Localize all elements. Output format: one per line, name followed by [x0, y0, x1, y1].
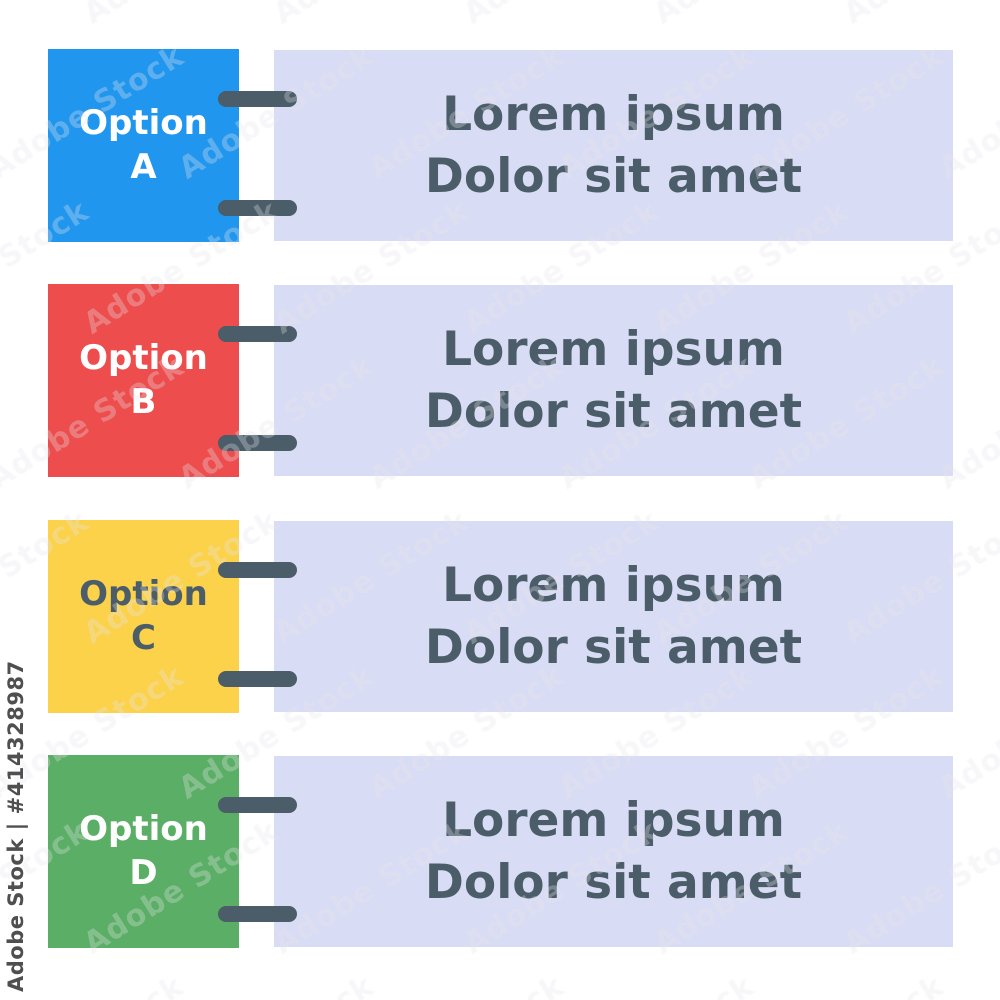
option-c-text-line2: Dolor sit amet [424, 619, 803, 675]
connector-bar-icon [218, 906, 297, 922]
option-d-square: Option D [48, 755, 239, 948]
option-c-square: Option C [48, 520, 239, 713]
connector-bar-icon [218, 671, 297, 687]
option-row-b: Option B Lorem ipsum Dolor sit amet [48, 284, 953, 477]
watermark-text: Adobe Stock [838, 0, 1000, 31]
connector-bar-icon [218, 562, 297, 578]
option-d-word: Option [79, 808, 208, 849]
watermark-text: Adobe Stock [458, 0, 666, 31]
option-b-text-panel: Lorem ipsum Dolor sit amet [274, 285, 953, 476]
watermark-text: Adobe Stock [743, 969, 951, 1000]
connector-bar-icon [218, 326, 297, 342]
watermark-text: Adobe Stock [268, 0, 476, 31]
option-b-square: Option B [48, 284, 239, 477]
watermark-text: Adobe Stock [0, 969, 190, 1000]
connector-bar-icon [218, 91, 297, 107]
connector-bar-icon [218, 200, 297, 216]
option-a-word: Option [79, 102, 208, 143]
option-d-text-line1: Lorem ipsum [442, 793, 785, 849]
option-b-word: Option [79, 337, 208, 378]
option-c-letter: C [131, 617, 156, 658]
connector-bar-icon [218, 435, 297, 451]
connector-bar-icon [218, 797, 297, 813]
option-a-text-line2: Dolor sit amet [424, 148, 803, 204]
watermark-text: Adobe Stock [553, 969, 761, 1000]
option-a-text-line1: Lorem ipsum [442, 87, 785, 143]
watermark-text: Adobe Stock [648, 0, 856, 31]
option-a-square: Option A [48, 49, 239, 242]
option-row-d: Option D Lorem ipsum Dolor sit amet [48, 755, 953, 948]
option-b-text-line1: Lorem ipsum [442, 322, 785, 378]
option-c-text-panel: Lorem ipsum Dolor sit amet [274, 521, 953, 712]
watermark-text: Adobe Stock [363, 969, 571, 1000]
watermark-text: Adobe Stock [0, 0, 95, 31]
option-a-text-panel: Lorem ipsum Dolor sit amet [274, 50, 953, 241]
option-b-text-line2: Dolor sit amet [424, 383, 803, 439]
option-d-text-panel: Lorem ipsum Dolor sit amet [274, 756, 953, 947]
option-c-word: Option [79, 573, 208, 614]
option-b-letter: B [130, 381, 157, 422]
watermark-text: Adobe Stock [78, 0, 286, 31]
option-row-c: Option C Lorem ipsum Dolor sit amet [48, 520, 953, 713]
watermark-text: Adobe Stock [173, 969, 381, 1000]
stock-id-watermark: Adobe Stock | #414328987 [4, 660, 28, 992]
option-d-letter: D [129, 852, 158, 893]
option-d-text-line2: Dolor sit amet [424, 854, 803, 910]
option-c-text-line1: Lorem ipsum [442, 558, 785, 614]
watermark-text: Adobe Stock [933, 969, 1000, 1000]
option-row-a: Option A Lorem ipsum Dolor sit amet [48, 49, 953, 242]
option-a-letter: A [130, 146, 157, 187]
